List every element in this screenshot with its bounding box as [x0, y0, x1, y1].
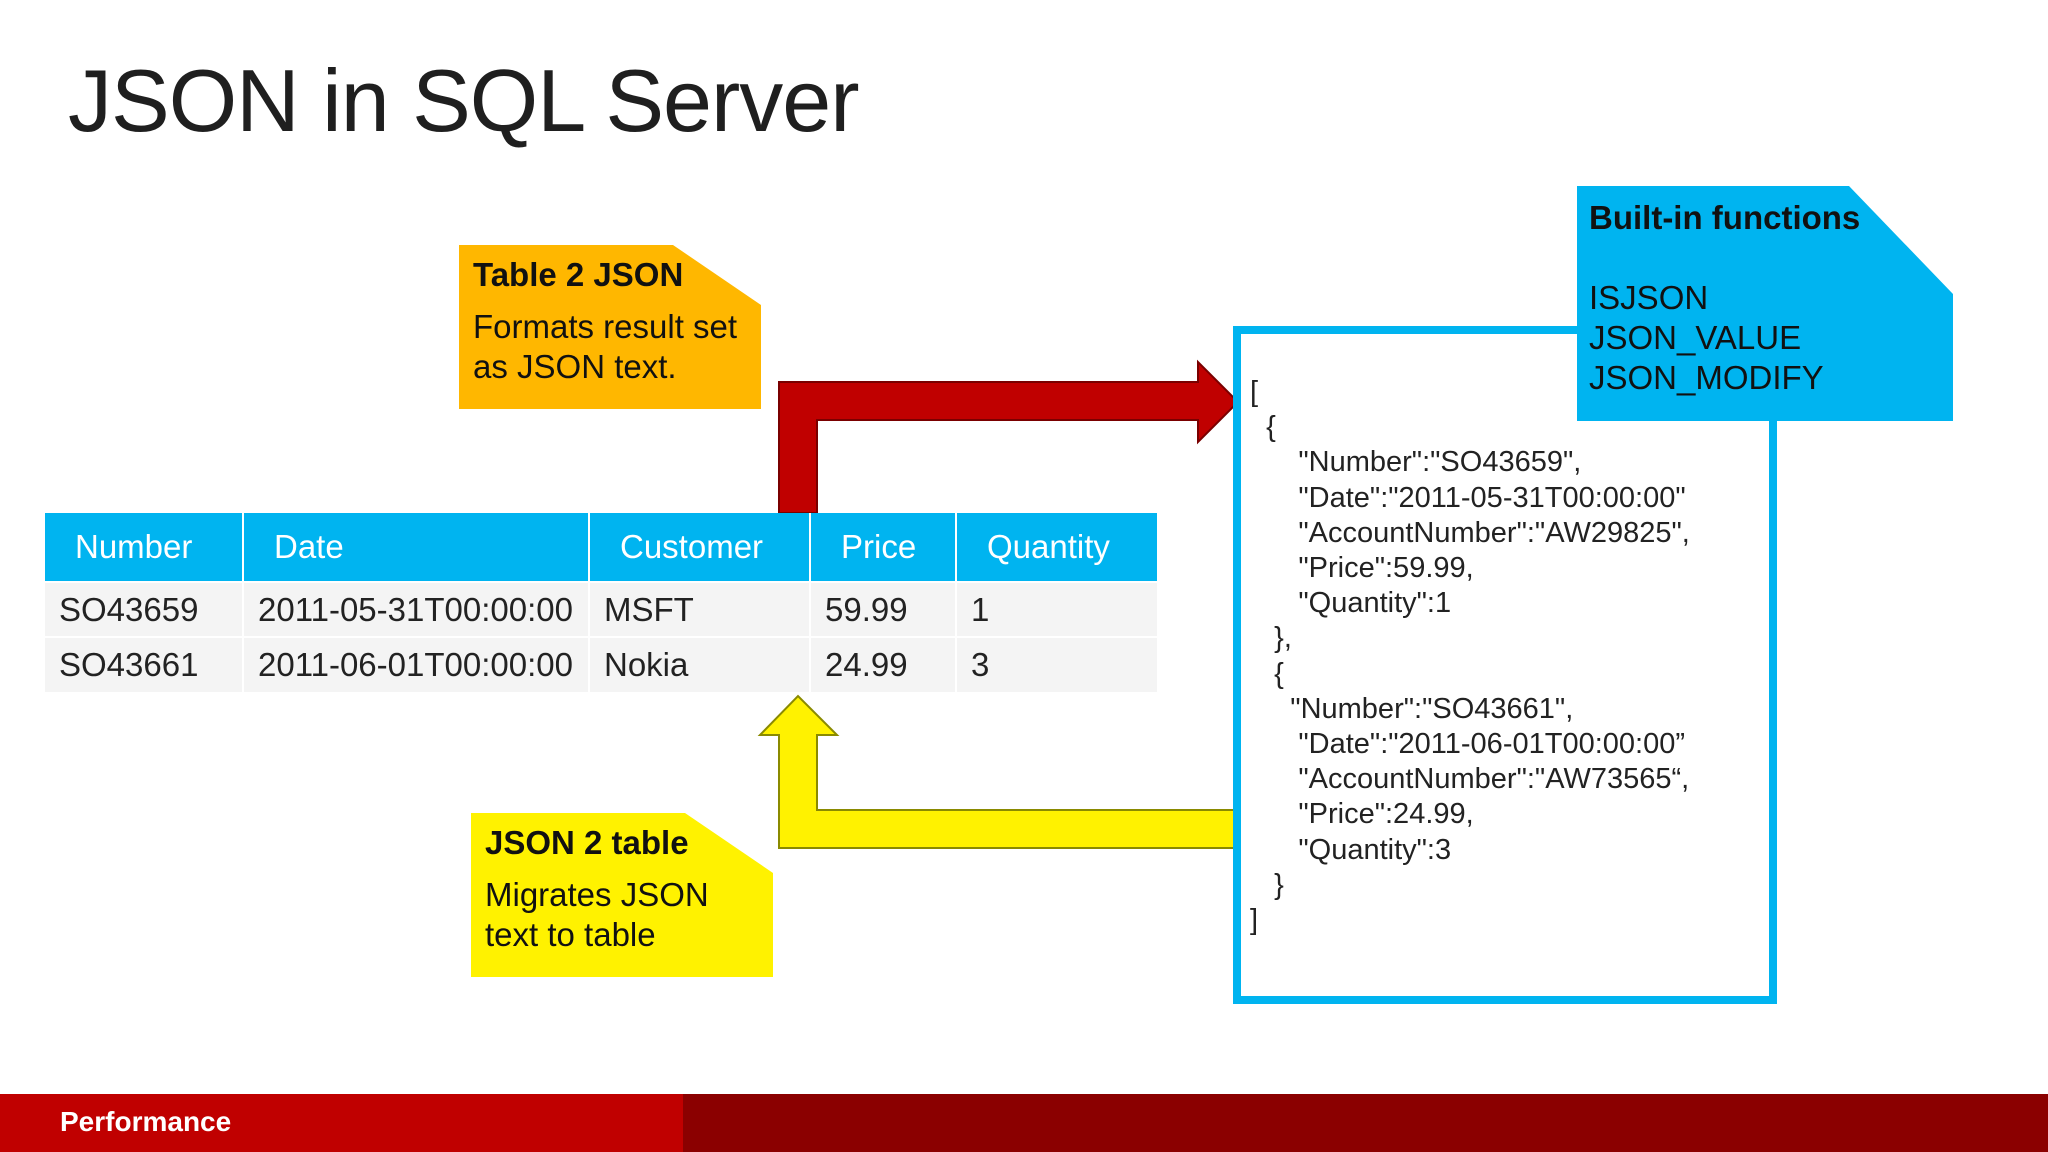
table-cell: 59.99 [810, 581, 957, 637]
column-header-date: Date [243, 513, 590, 582]
table-to-json-arrow [778, 359, 1240, 514]
callout-text-line: Formats result set [473, 308, 738, 345]
table-cell: 2011-06-01T00:00:00 [243, 636, 590, 692]
column-header-customer: Customer [589, 513, 811, 582]
footer-bar: Performance [0, 1094, 2048, 1152]
table-cell: Nokia [589, 636, 811, 692]
column-header-number: Number [45, 513, 244, 582]
table-header-row: Number Date Customer Price Quantity [45, 513, 1159, 582]
slide-title: JSON in SQL Server [68, 51, 860, 150]
footer-section-accent [0, 1094, 683, 1152]
table-cell: SO43659 [45, 581, 244, 637]
json-document-text: [ { "Number":"SO43659", "Date":"2011-05-… [1250, 376, 1690, 937]
column-header-quantity: Quantity [956, 513, 1159, 582]
callout-heading: JSON 2 table [485, 824, 689, 861]
table-cell: MSFT [589, 581, 811, 637]
function-name: ISJSON [1589, 279, 1709, 316]
table-row: SO43661 2011-06-01T00:00:00 Nokia 24.99 … [45, 636, 1159, 692]
column-header-price: Price [810, 513, 957, 582]
json-to-table-arrow [757, 694, 1239, 849]
table-cell: 2011-05-31T00:00:00 [243, 581, 590, 637]
callout-heading: Built-in functions [1589, 199, 1861, 236]
function-name: JSON_VALUE [1589, 319, 1802, 356]
json-2-table-callout: JSON 2 table Migrates JSON text to table [471, 813, 773, 977]
callout-text-line: text to table [485, 916, 656, 953]
function-name: JSON_MODIFY [1589, 359, 1824, 396]
table-cell: SO43661 [45, 636, 244, 692]
callout-text-line: Migrates JSON [485, 876, 709, 913]
footer-label: Performance [60, 1106, 232, 1137]
table-row: SO43659 2011-05-31T00:00:00 MSFT 59.99 1 [45, 581, 1159, 637]
table-cell: 1 [956, 581, 1159, 637]
sample-table: Number Date Customer Price Quantity SO43… [45, 513, 1159, 692]
table-2-json-callout: Table 2 JSON Formats result set as JSON … [459, 245, 761, 409]
callout-text-line: as JSON text. [473, 348, 677, 385]
callout-heading: Table 2 JSON [473, 256, 684, 293]
table-cell: 3 [956, 636, 1159, 692]
table-cell: 24.99 [810, 636, 957, 692]
json-document-box [1233, 326, 1777, 1004]
